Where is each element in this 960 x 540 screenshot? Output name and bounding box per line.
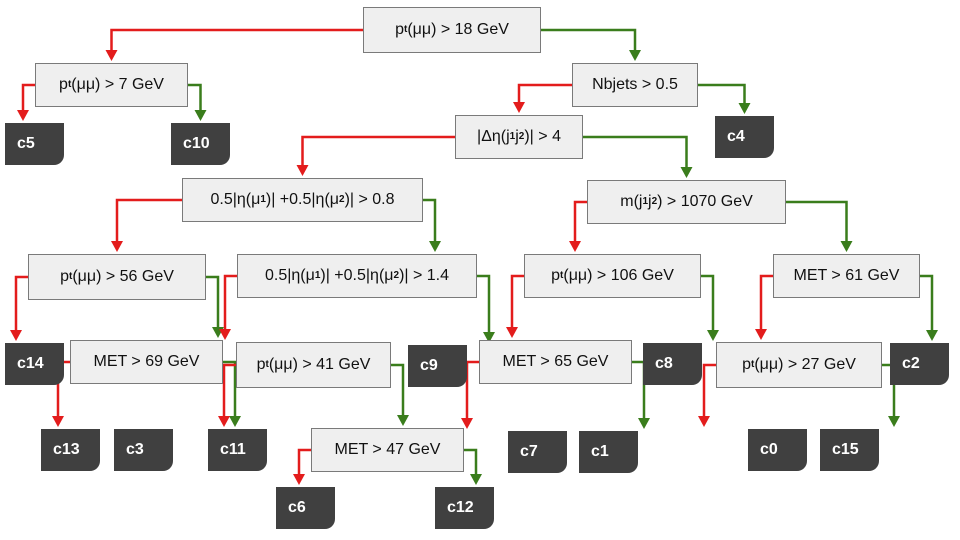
leaf-c7: c7 [508, 431, 567, 473]
arrowhead-l_c3 [229, 416, 241, 427]
edge-n_root-to-n_pt7 [110, 28, 363, 52]
leaf-c13: c13 [41, 429, 100, 471]
arrowhead-n_deta [513, 102, 525, 113]
edge-n_mjj-to-n_pt106 [573, 200, 587, 243]
node-met-47: MET > 47 GeV [311, 428, 464, 472]
arrowhead-l_c10 [194, 110, 207, 121]
leaf-c5: c5 [5, 123, 64, 165]
edge-n_eta14-to-l_c9 [477, 274, 491, 334]
arrowhead-n_eta08 [296, 165, 309, 176]
edge-n_deta-to-n_mjj [583, 135, 688, 169]
edge-n_pt56-to-l_c14 [14, 275, 28, 332]
arrowhead-l_c7 [461, 418, 473, 429]
leaf-c3: c3 [114, 429, 173, 471]
arrowhead-n_eta14 [429, 241, 441, 252]
edge-n_pt27-to-l_c0 [702, 363, 716, 418]
arrowhead-l_c14 [10, 330, 22, 341]
leaf-c10: c10 [171, 123, 230, 165]
edge-n_pt106-to-l_c8 [701, 274, 715, 332]
arrowhead-n_pt27 [755, 329, 767, 340]
node-nbjets: Nbjets > 0.5 [572, 63, 698, 107]
edge-n_eta14-to-n_pt41 [223, 274, 237, 331]
edge-n_nbjets-to-n_deta [517, 83, 572, 104]
arrowhead-l_c8 [707, 330, 719, 341]
leaf-c1: c1 [579, 431, 638, 473]
leaf-c14: c14 [5, 343, 64, 385]
leaf-c12: c12 [435, 487, 494, 529]
edge-n_pt7-to-l_c10 [188, 83, 202, 112]
arrowhead-l_c9 [483, 332, 495, 343]
arrowhead-n_pt56 [111, 241, 123, 252]
edge-n_met69-to-l_c3 [223, 360, 237, 418]
edge-n_met47-to-l_c6 [297, 448, 311, 476]
edge-n_eta08-to-n_pt56 [115, 198, 182, 243]
edge-n_mjj-to-n_met61 [786, 200, 848, 243]
edge-n_met65-to-l_c7 [465, 360, 479, 420]
arrowhead-l_c13 [52, 416, 64, 427]
edge-n_met61-to-n_pt27 [759, 274, 773, 331]
arrowhead-l_c6 [293, 474, 305, 485]
arrowhead-n_pt106 [569, 241, 581, 252]
arrowhead-n_nbjets [629, 50, 641, 61]
edge-n_deta-to-n_eta08 [301, 135, 455, 167]
leaf-c11: c11 [208, 429, 267, 471]
arrowhead-n_met47 [397, 415, 409, 426]
edge-n_nbjets-to-l_c4 [698, 83, 746, 105]
arrowhead-l_c2 [926, 330, 938, 341]
edge-n_eta08-to-n_eta14 [423, 198, 437, 243]
arrowhead-l_c0 [698, 416, 710, 427]
node-met-61: MET > 61 GeV [773, 254, 920, 298]
arrowhead-l_c5 [17, 110, 29, 121]
node-met-65: MET > 65 GeV [479, 340, 632, 384]
arrowhead-n_pt7 [105, 50, 118, 61]
leaf-c9: c9 [408, 345, 467, 387]
edge-n_pt41-to-n_met47 [391, 363, 405, 417]
leaf-c15: c15 [820, 429, 879, 471]
edge-n_pt56-to-n_met69 [206, 275, 220, 329]
arrowhead-n_met65 [506, 327, 518, 338]
arrowhead-l_c11 [218, 416, 230, 427]
leaf-c4: c4 [715, 116, 774, 158]
leaf-c8: c8 [643, 343, 702, 385]
edge-n_root-to-n_nbjets [541, 28, 637, 52]
edge-n_met47-to-l_c12 [464, 448, 478, 476]
arrowhead-l_c4 [738, 103, 751, 114]
edge-n_pt106-to-n_met65 [510, 274, 524, 329]
arrowhead-n_met61 [840, 241, 853, 252]
arrowhead-n_mjj [680, 167, 693, 178]
node-met-69: MET > 69 GeV [70, 340, 223, 384]
arrowhead-l_c1 [638, 418, 650, 429]
edge-n_met61-to-l_c2 [920, 274, 934, 332]
arrowhead-l_c12 [470, 474, 482, 485]
edge-n_pt41-to-l_c11 [222, 363, 236, 418]
arrowhead-n_pt41 [219, 329, 231, 340]
leaf-c2: c2 [890, 343, 949, 385]
arrowhead-l_c15 [888, 416, 900, 427]
leaf-c0: c0 [748, 429, 807, 471]
edge-n_pt7-to-l_c5 [21, 83, 35, 112]
leaf-c6: c6 [276, 487, 335, 529]
